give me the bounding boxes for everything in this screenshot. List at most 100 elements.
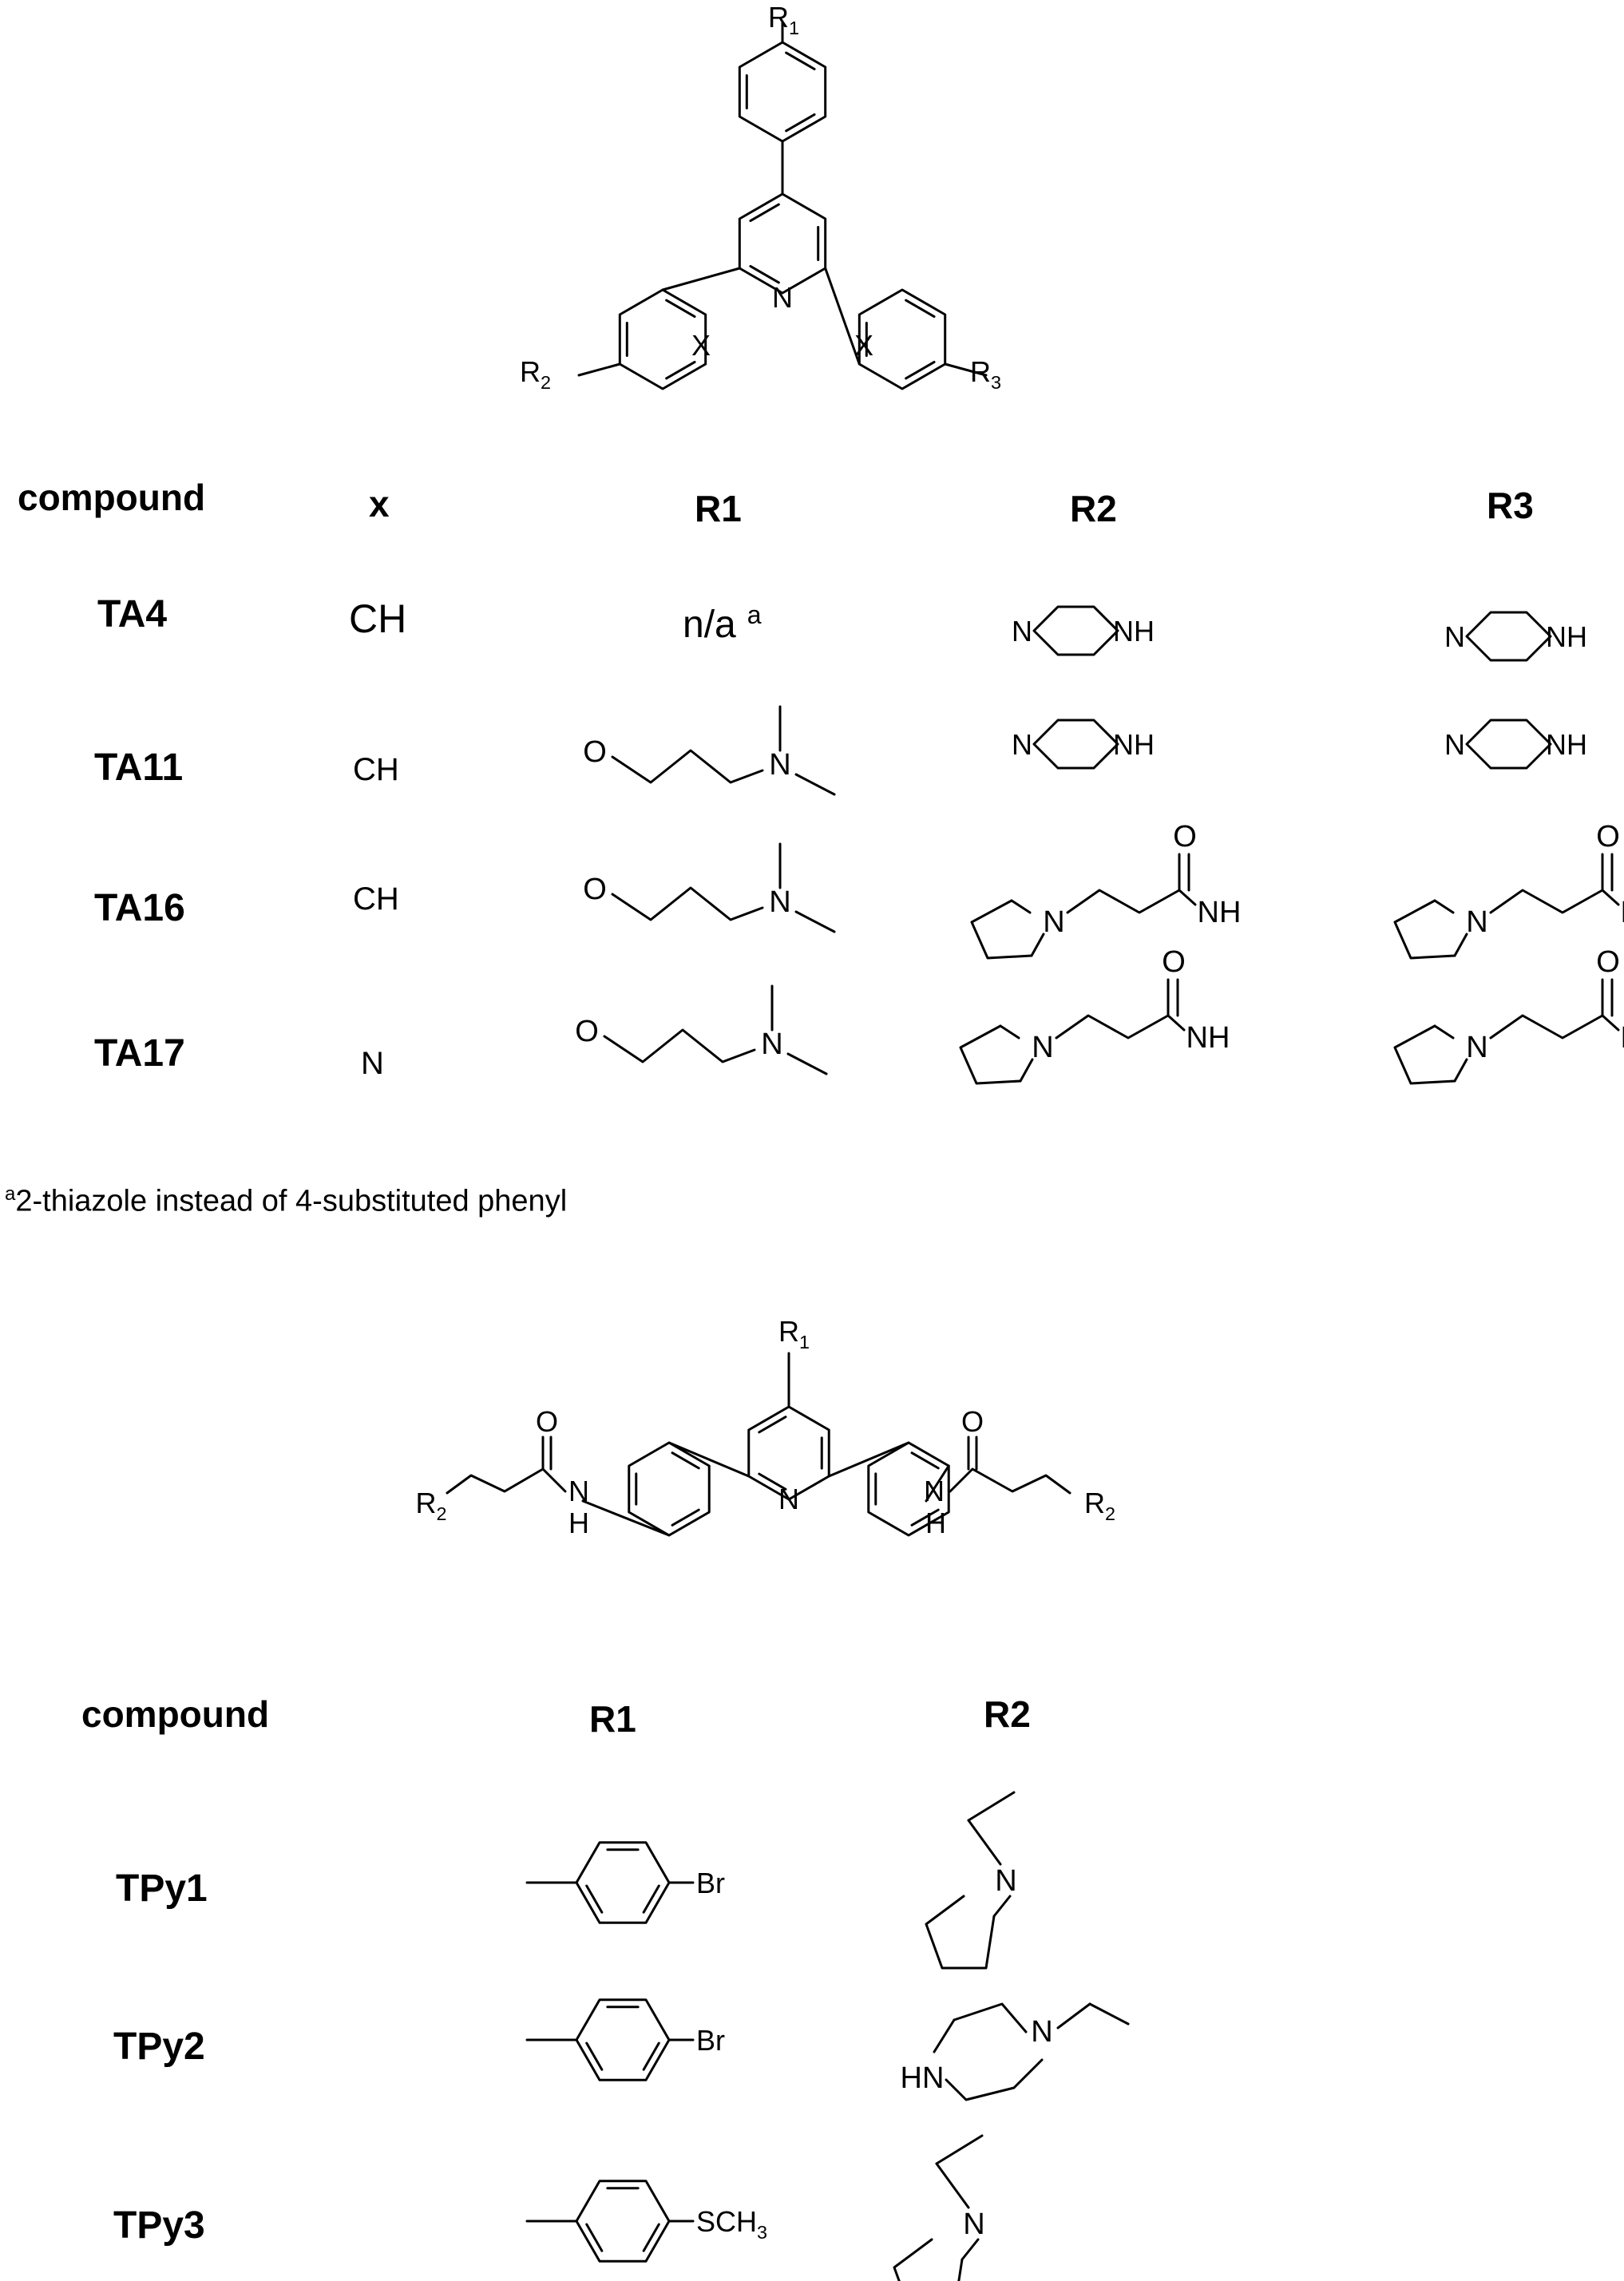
bond-line bbox=[785, 51, 816, 71]
scaffold1-n-atom-text: N bbox=[772, 281, 793, 314]
bond-line bbox=[1433, 899, 1455, 914]
tpy3-r1-thiophenyl-label: SCH3 bbox=[696, 2205, 767, 2243]
bond-line bbox=[905, 360, 936, 380]
ta17-r3-amide-nh-text: NH bbox=[1621, 1021, 1624, 1055]
tpy1-r1-bromophenyl-label: Br bbox=[696, 1867, 725, 1899]
ta4-r2-piperazine-n: N bbox=[1012, 615, 1032, 647]
ta16-r2-amide-nh: NH bbox=[1198, 896, 1242, 929]
scaffold2-right-h-text: H bbox=[925, 1507, 946, 1539]
bond-line bbox=[665, 299, 696, 319]
ta16-r1-amine-n: N bbox=[769, 885, 790, 919]
tpy2-r2-n-text: N bbox=[1031, 2015, 1052, 2049]
bond-line bbox=[642, 1884, 660, 1914]
ta17-r1-amine-o: O bbox=[575, 1015, 599, 1048]
scaffold1-r2-label-subscript: 2 bbox=[541, 372, 551, 393]
ta17-r2-amide-o-text: O bbox=[1162, 945, 1186, 979]
ta11-r1-amine-n-text: N bbox=[769, 748, 790, 782]
scaffold1-x-right: X bbox=[854, 329, 873, 362]
ta17-r2-amide-n-text: N bbox=[1032, 1031, 1053, 1064]
bond-path bbox=[1489, 889, 1604, 914]
scaffold2-n-atom: N bbox=[778, 1483, 799, 1515]
table1-compound-name: TA16 bbox=[94, 887, 185, 929]
table2-header-r1: R1 bbox=[589, 1698, 636, 1740]
bond-path bbox=[893, 2238, 964, 2281]
ta11-r2-piperazine-n: N bbox=[1012, 728, 1032, 761]
scaffold2-right-o-text: O bbox=[961, 1405, 984, 1438]
ta4-r3-piperazine-n: N bbox=[1444, 620, 1465, 653]
ta4-r2-piperazine-nh: NH bbox=[1113, 615, 1155, 647]
ta4-r3-piperazine: N NH bbox=[1444, 611, 1587, 662]
bond-line bbox=[794, 773, 836, 796]
scaffold1-r2-label-text: R bbox=[520, 355, 541, 388]
bond-line bbox=[671, 1508, 700, 1527]
bond-line bbox=[642, 2041, 660, 2071]
bond-line bbox=[1056, 2002, 1091, 2030]
scaffold2-n-atom-text: N bbox=[778, 1483, 799, 1515]
scaffold2-left-n-text: N bbox=[568, 1475, 589, 1507]
bond-line bbox=[1088, 2002, 1130, 2026]
tpy1-r2-pyrrolidine-n-text: N bbox=[995, 1864, 1016, 1898]
bond-path bbox=[1055, 1014, 1170, 1040]
table2-compound-name: TPy2 bbox=[113, 2026, 205, 2068]
ta17-r3-amide-nh: NH bbox=[1621, 1021, 1624, 1055]
ta16-r3-amide-n-text: N bbox=[1466, 905, 1487, 939]
ta17-r1-amine-n: N bbox=[761, 1028, 782, 1061]
ta4-r2-piperazine: N NH bbox=[1012, 605, 1155, 656]
tpy3-r1-thiophenyl-label-text: SCH bbox=[696, 2205, 757, 2238]
scaffold2-left-o: O bbox=[536, 1405, 558, 1438]
tpy3-r1-thiophenyl: SCH3 bbox=[525, 2180, 767, 2263]
bond-line bbox=[1030, 933, 1045, 957]
bond-line bbox=[577, 362, 621, 377]
bond-path bbox=[747, 1405, 830, 1501]
scaffold1-r3-label: R3 bbox=[970, 355, 1001, 393]
scaffold2-r1-label: R1 bbox=[778, 1315, 810, 1352]
bond-line bbox=[794, 910, 836, 933]
bond-line bbox=[667, 1441, 751, 1478]
scaffold2-r1-label-text: R bbox=[778, 1315, 799, 1348]
bond-line bbox=[933, 2018, 956, 2053]
scaffold2-r2-left-text: R bbox=[415, 1487, 436, 1519]
bond-path bbox=[611, 886, 764, 921]
scaffold1-r1-label-text: R bbox=[768, 1, 789, 34]
bond-line bbox=[758, 1472, 787, 1491]
tpy2-r1-bromophenyl-label: Br bbox=[696, 2024, 725, 2057]
bond-path bbox=[945, 2058, 1044, 2101]
bond-line bbox=[642, 2223, 660, 2252]
ta16-r2-amide-n-text: N bbox=[1043, 905, 1064, 939]
footnote: a2-thiazole instead of 4-substituted phe… bbox=[5, 1183, 568, 1218]
bond-path bbox=[925, 1895, 996, 1970]
bond-line bbox=[910, 1451, 940, 1470]
ta11-r2-piperazine-nh: NH bbox=[1113, 728, 1155, 761]
bond-line bbox=[944, 362, 988, 377]
bond-path bbox=[611, 749, 764, 784]
scaffold1-r1-label: R1 bbox=[768, 1, 799, 38]
ta16-r2-amide-o-text: O bbox=[1173, 820, 1197, 853]
table1-compound-name: TA4 bbox=[97, 593, 168, 636]
tpy1-r2-pyrrolidine-n: N bbox=[995, 1864, 1016, 1898]
ta11-r2-piperazine-n-text: N bbox=[1012, 728, 1032, 761]
scaffold2-right-h: H bbox=[925, 1507, 946, 1539]
ta4-r3-piperazine-nh: NH bbox=[1546, 620, 1587, 653]
table2-compound-name: TPy3 bbox=[113, 2204, 205, 2247]
scaffold2-r2-right-text: R bbox=[1084, 1487, 1105, 1519]
bond-line bbox=[827, 1441, 910, 1478]
bond-line bbox=[749, 203, 780, 223]
scaffold2-right-n-text: N bbox=[924, 1475, 945, 1507]
bond-line bbox=[1453, 1058, 1468, 1083]
bond-path bbox=[628, 1441, 711, 1537]
scaffold1-r3-label-subscript: 3 bbox=[991, 372, 1001, 393]
ta17-r3-amide-n: N bbox=[1466, 1031, 1487, 1064]
tpy3-r2-pyrrolidine: N bbox=[893, 2134, 985, 2281]
ta11-r3-piperazine-n-text: N bbox=[1444, 728, 1465, 761]
scaffold2-right-n: N bbox=[924, 1475, 945, 1507]
bond-path bbox=[738, 192, 827, 295]
table1-x-value: CH bbox=[353, 752, 399, 787]
table1-compound-name: TA17 bbox=[94, 1032, 185, 1075]
bond-line bbox=[585, 1884, 604, 1914]
table1-header-r3: R3 bbox=[1487, 485, 1534, 526]
